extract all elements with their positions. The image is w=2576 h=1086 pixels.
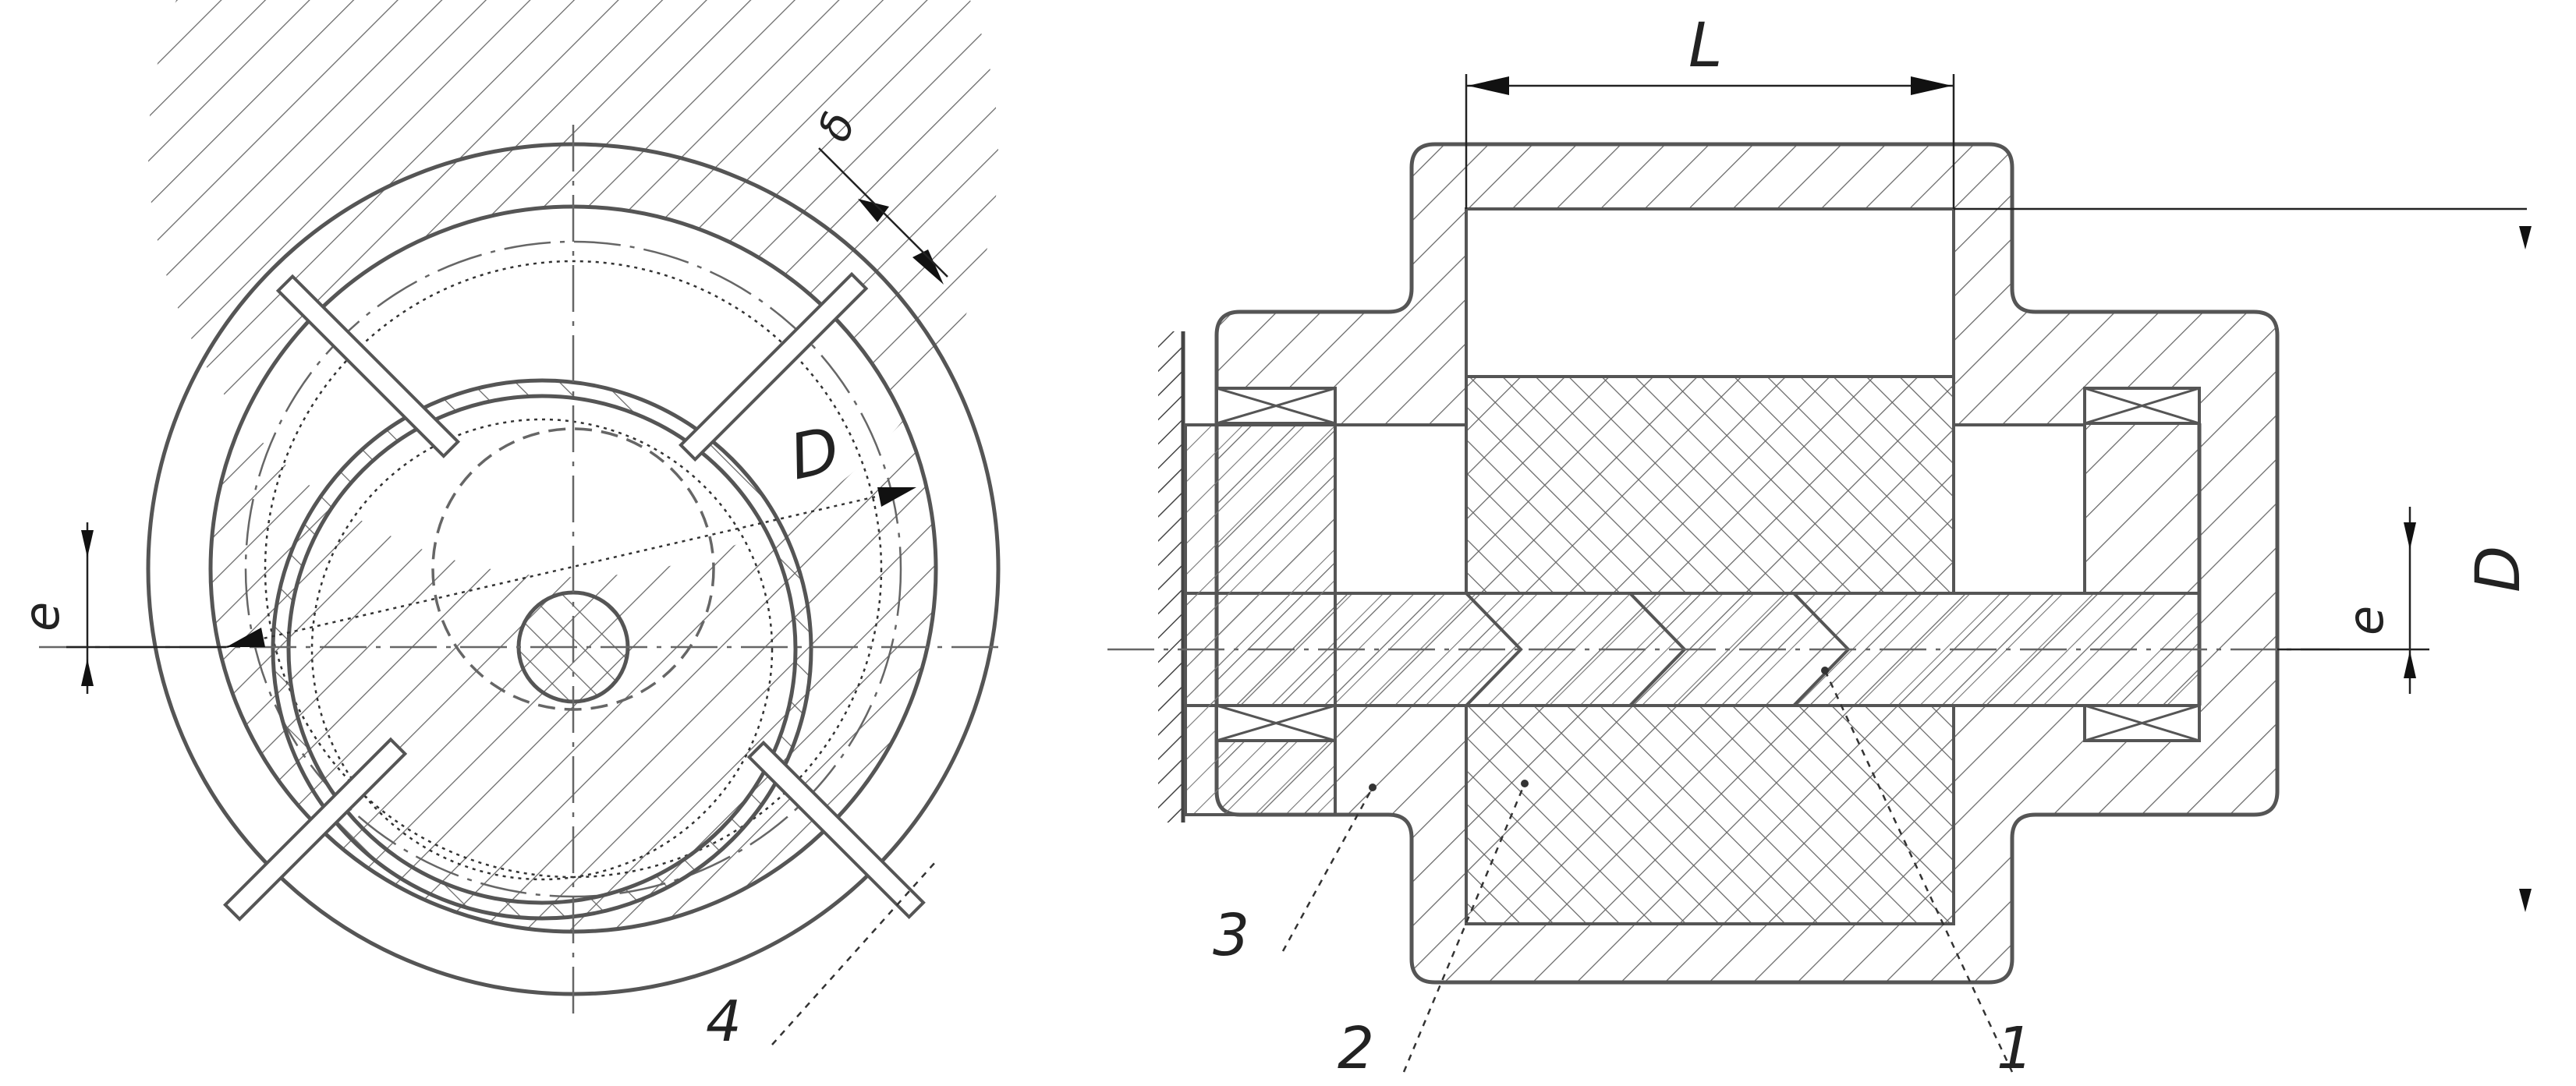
delta-arrow-top	[858, 199, 889, 222]
label-part-1: 1	[1997, 1015, 2033, 1082]
diameter-dimension-line	[225, 486, 917, 649]
chevron-1	[1465, 592, 1523, 707]
dim-d-arrow-bottom	[2519, 889, 2532, 912]
delta-ext-line	[818, 147, 948, 278]
leader-dot-3	[1369, 784, 1377, 791]
label-e-left: e	[13, 602, 70, 631]
outer-casing-ring	[148, 0, 998, 932]
label-d-left: D	[784, 413, 846, 494]
ecc-arrow-up	[81, 659, 94, 686]
label-part-3: 3	[1213, 902, 1249, 969]
dim-e-arrow-top	[2404, 522, 2416, 550]
label-e-right: e	[2337, 606, 2394, 635]
bearing-bottom-right	[2083, 704, 2201, 742]
rotor-outer	[271, 378, 813, 921]
vane-bottom-right	[746, 740, 926, 920]
wall-hatch	[1158, 331, 1183, 822]
cavity-top	[1465, 207, 1955, 378]
vane-top-right	[679, 271, 869, 462]
dim-l-arrow-left	[1468, 76, 1509, 95]
rotor-lower	[1465, 704, 1955, 925]
rotor-upper	[1465, 375, 1955, 595]
leader-2	[1402, 783, 1526, 1073]
bearing-top-left	[1215, 387, 1337, 425]
rotor-dotted	[310, 418, 774, 881]
left-view: δ D e 4	[13, 0, 1001, 1054]
dim-e-arrow-bottom	[2404, 651, 2416, 678]
leader-4	[771, 861, 937, 1045]
label-part-4: 4	[706, 989, 742, 1054]
delta-arrow-bottom	[912, 249, 944, 285]
shaft-hub-left	[1184, 423, 1337, 816]
vane-bottom-left	[222, 737, 408, 922]
side-cavity-right	[1952, 423, 2086, 595]
bearing-top-right	[2083, 387, 2201, 425]
bearing-bottom-left	[1215, 704, 1337, 742]
ecc-arrow-down	[81, 530, 94, 557]
diameter-arrow-right	[877, 487, 916, 507]
label-part-2: 2	[1338, 1015, 1374, 1082]
rotor-inner	[286, 394, 798, 905]
leader-dot-1	[1821, 667, 1829, 674]
label-l: L	[1688, 11, 1722, 81]
right-view: L D e 1 2 3	[1107, 11, 2534, 1082]
diameter-arrow-left	[226, 628, 265, 647]
dim-l-arrow-right	[1911, 76, 1952, 95]
vane-top-left	[275, 274, 461, 458]
label-d-right: D	[2464, 546, 2534, 593]
leader-dot-2	[1521, 780, 1529, 787]
side-cavity-left	[1334, 423, 1468, 595]
dim-d-arrow-top	[2519, 226, 2532, 249]
leader-3	[1281, 787, 1374, 952]
